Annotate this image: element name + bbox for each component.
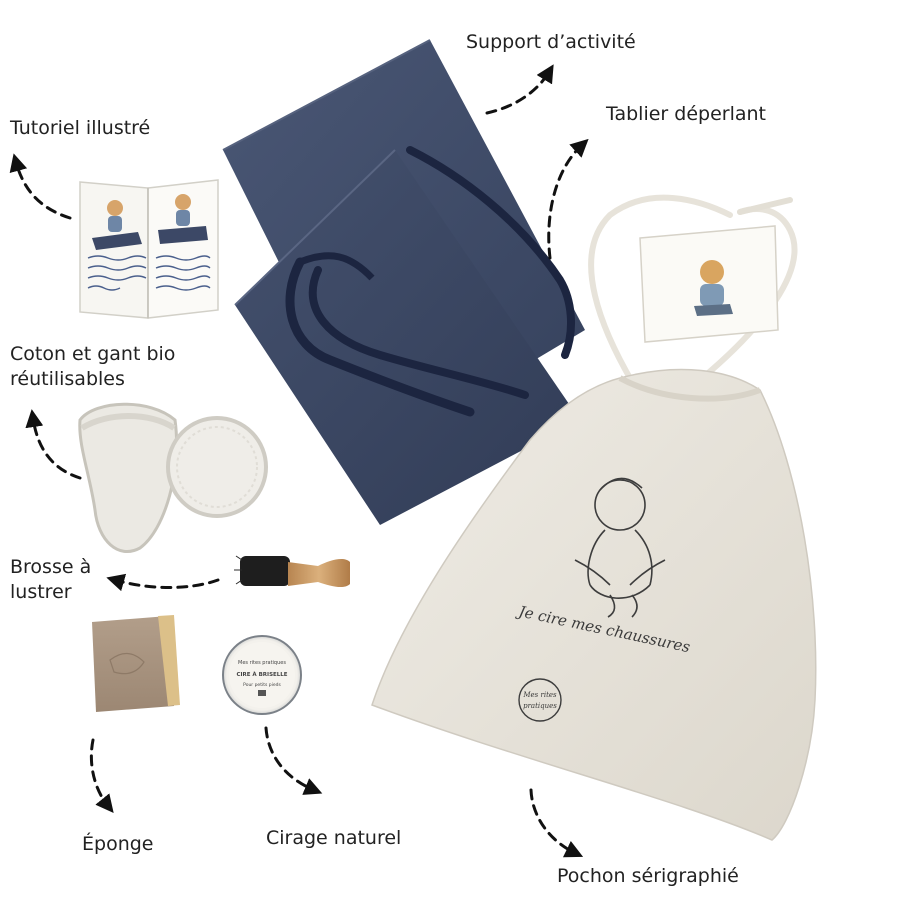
bag-logo: Mes rites pratiques xyxy=(518,678,562,722)
bag-logo-line1: Mes rites xyxy=(522,691,557,699)
label-eponge: Éponge xyxy=(82,833,154,855)
arrow-support xyxy=(485,64,554,115)
bag-tag-image xyxy=(639,225,779,343)
polishing-brush-image xyxy=(234,555,350,588)
tin-label-line1: CIRE À BRISELLE xyxy=(236,671,287,678)
cotton-mitt-image xyxy=(78,402,179,554)
arrow-eponge xyxy=(89,738,114,813)
drawstring-bag-image: Je cire mes chaussures Mes rites pratiqu… xyxy=(371,194,817,841)
arrow-cirage xyxy=(264,726,323,795)
label-pochon-serigraphie: Pochon sérigraphié xyxy=(557,865,739,887)
label-coton-line2: réutilisables xyxy=(10,368,125,390)
label-tutoriel-illustre: Tutoriel illustré xyxy=(10,117,151,139)
apron-image xyxy=(234,146,580,525)
tin-label-line2: Pour petits pieds xyxy=(243,682,281,688)
label-support-activite: Support d’activité xyxy=(466,31,636,53)
arrow-tablier xyxy=(547,138,589,260)
tutorial-booklet-image xyxy=(79,179,219,319)
label-coton-gant: Coton et gant bio réutilisables xyxy=(10,342,175,392)
label-brosse-line1: Brosse à xyxy=(10,556,92,578)
cotton-pad-image xyxy=(166,416,268,518)
polish-tin-image: Mes rites pratiques CIRE À BRISELLE Pour… xyxy=(222,635,302,715)
arrow-coton xyxy=(25,409,82,480)
bag-logo-line2: pratiques xyxy=(523,702,557,710)
label-coton-line1: Coton et gant bio xyxy=(10,343,176,365)
label-brosse: Brosse à lustrer xyxy=(10,555,91,605)
bag-child-illustration xyxy=(574,477,666,618)
arrow-tutoriel xyxy=(9,153,72,220)
label-cirage-naturel: Cirage naturel xyxy=(266,827,402,849)
label-brosse-line2: lustrer xyxy=(10,581,72,603)
arrow-pochon xyxy=(529,788,584,858)
annotation-arrows xyxy=(9,64,589,858)
tin-logo-text: Mes rites pratiques xyxy=(238,660,286,666)
arrow-brosse xyxy=(106,573,220,592)
label-tablier-deperlant: Tablier déperlant xyxy=(606,103,766,125)
sponge-image xyxy=(92,615,180,712)
